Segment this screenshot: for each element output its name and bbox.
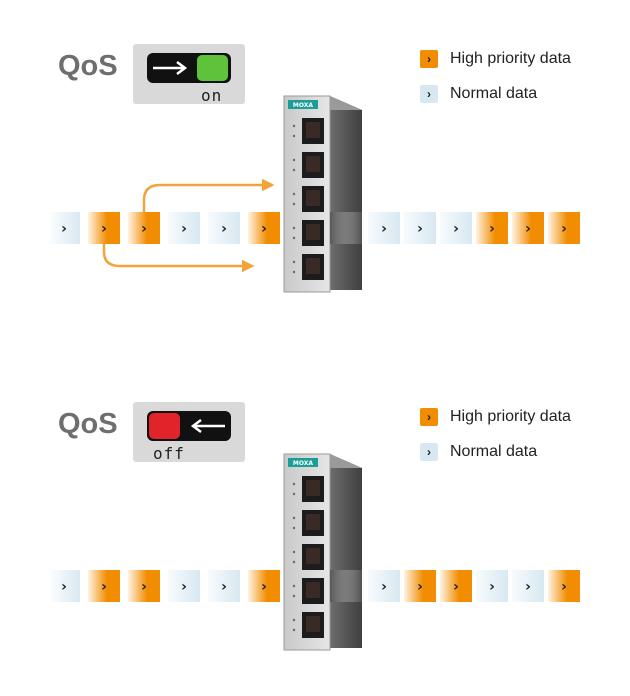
legend-normal: › Normal data [420,85,537,103]
incoming-packet-normal: › [208,570,240,602]
chevron-right-icon: › [261,579,267,595]
outgoing-packet-normal: › [368,570,400,602]
outgoing-packet-high: › [404,570,436,602]
qos-label: QoS [58,50,118,82]
qos-toggle: off [133,402,245,463]
legend-high: › High priority data [420,50,571,68]
toggle-state-label: off [153,444,185,463]
qos-on-panel: › › › › › › MOXA › › › › › › QoS on › High priority … [0,0,630,330]
chevron-right-icon: › [489,579,495,595]
incoming-packet-normal: › [48,570,80,602]
qos-on-scene: › › › › › › MOXA › › › › › › [48,95,580,293]
outgoing-packet-high: › [476,212,508,244]
incoming-packet-high: › [248,212,280,244]
legend-high-label: High priority data [450,50,571,67]
chevron-right-icon: › [221,221,227,237]
chevron-right-icon: › [221,579,227,595]
incoming-packet-normal: › [168,212,200,244]
high-priority-swatch-icon: › [420,408,438,426]
switch-brand-logo: MOXA [293,102,313,109]
legend-normal-label: Normal data [450,85,538,102]
outgoing-packet-high: › [440,570,472,602]
qos-off-scene: › › › › › › MOXA › › › › › › [48,453,580,651]
chevron-right-icon: › [525,579,531,595]
outgoing-packet-high: › [512,212,544,244]
chevron-right-icon: › [525,221,531,237]
chevron-right-icon: › [181,221,187,237]
toggle-knob-off [149,413,180,439]
outgoing-packet-normal: › [368,212,400,244]
chevron-right-icon: › [101,221,107,237]
chevron-right-icon: › [181,579,187,595]
chevron-right-icon: › [561,579,567,595]
toggle-knob-on [197,55,228,81]
arrow-up-route-icon [142,178,275,212]
incoming-packet-high: › [128,212,160,244]
arrow-down-route-icon [102,244,255,273]
incoming-packet-normal: › [168,570,200,602]
chevron-right-icon: › [417,579,423,595]
chevron-right-icon: › [141,579,147,595]
qos-toggle: on [133,44,245,105]
priority-routing-arrows [102,178,275,273]
chevron-right-icon: › [141,221,147,237]
outgoing-packet-normal: › [404,212,436,244]
chevron-right-icon: › [101,579,107,595]
outgoing-packet-normal: › [440,212,472,244]
chevron-right-icon: › [381,221,387,237]
arrow-left-icon [190,419,225,433]
normal-data-swatch-icon: › [420,85,438,103]
incoming-packet-high: › [88,212,120,244]
chevron-right-icon: › [61,221,67,237]
chevron-right-icon: › [453,579,459,595]
toggle-track [147,411,231,441]
incoming-packet-high: › [88,570,120,602]
high-priority-swatch-icon: › [420,50,438,68]
normal-data-swatch-icon: › [420,443,438,461]
legend-high: › High priority data [420,408,571,426]
outgoing-packet-high: › [548,212,580,244]
toggle-state-label: on [201,86,223,105]
outgoing-packet-high: › [548,570,580,602]
ethernet-switch-icon: MOXA [283,95,366,293]
legend-normal: › Normal data [420,443,537,461]
toggle-track [147,53,231,83]
switch-brand-logo: MOXA [293,460,313,467]
chevron-right-icon: › [453,221,459,237]
incoming-packet-high: › [248,570,280,602]
chevron-right-icon: › [561,221,567,237]
legend-high-label: High priority data [450,408,571,425]
qos-off-panel: › › › › › › MOXA › › › › › › QoS off › High priority… [0,358,630,688]
ethernet-switch-icon: MOXA [283,453,366,651]
outgoing-packet-normal: › [512,570,544,602]
chevron-right-icon: › [381,579,387,595]
chevron-right-icon: › [417,221,423,237]
chevron-right-icon: › [261,221,267,237]
outgoing-packet-normal: › [476,570,508,602]
incoming-packet-normal: › [208,212,240,244]
chevron-right-icon: › [61,579,67,595]
arrow-right-icon [153,61,188,75]
incoming-packet-normal: › [48,212,80,244]
qos-label: QoS [58,408,118,440]
legend-normal-label: Normal data [450,443,538,460]
incoming-packet-high: › [128,570,160,602]
chevron-right-icon: › [489,221,495,237]
